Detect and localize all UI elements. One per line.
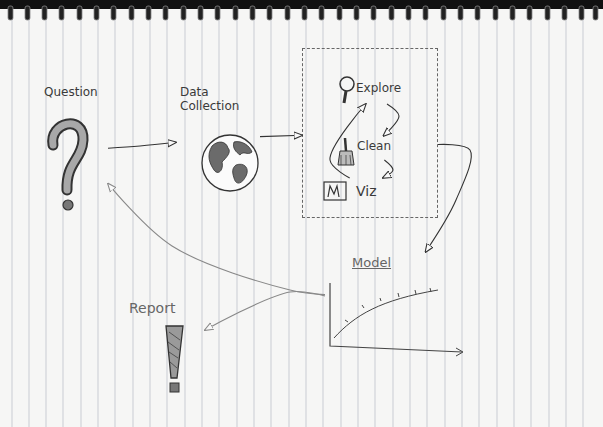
chart-icon: [324, 182, 346, 200]
flow-arrow: [260, 135, 302, 136]
flow-arrow: [383, 160, 393, 178]
brush-symbol: [338, 138, 354, 165]
node-label: Viz: [356, 183, 410, 199]
flow-arrow: [108, 184, 325, 295]
magnifier-symbol: [340, 77, 354, 103]
step-node: Data Collection: [176, 82, 260, 194]
exclamation-symbol: [166, 326, 183, 392]
flow-arrow: [205, 292, 325, 331]
node-label: Model: [352, 256, 465, 271]
step-node: Report: [125, 298, 205, 398]
step-node: Question: [40, 82, 108, 219]
step-node: Viz: [320, 178, 410, 206]
step-node: Model: [325, 252, 465, 356]
node-label: Question: [44, 86, 108, 100]
node-label: Data Collection: [180, 86, 244, 114]
question-mark-symbol: [53, 124, 83, 210]
node-label: Report: [129, 300, 205, 316]
flow-arrow: [426, 144, 472, 252]
flow-arrow: [383, 104, 399, 136]
ruled-lines: [12, 18, 583, 427]
dashed-group: ExploreCleanViz: [302, 48, 438, 218]
node-label: Explore: [356, 82, 410, 96]
model-chart: [330, 283, 463, 356]
step-node: Clean: [338, 136, 410, 160]
globe-symbol: [202, 135, 258, 191]
flow-arrow: [330, 104, 366, 178]
step-node: Explore: [338, 78, 410, 104]
flow-arrow: [108, 142, 176, 148]
spiral-binding: [0, 0, 603, 20]
node-label: Clean: [357, 140, 410, 154]
